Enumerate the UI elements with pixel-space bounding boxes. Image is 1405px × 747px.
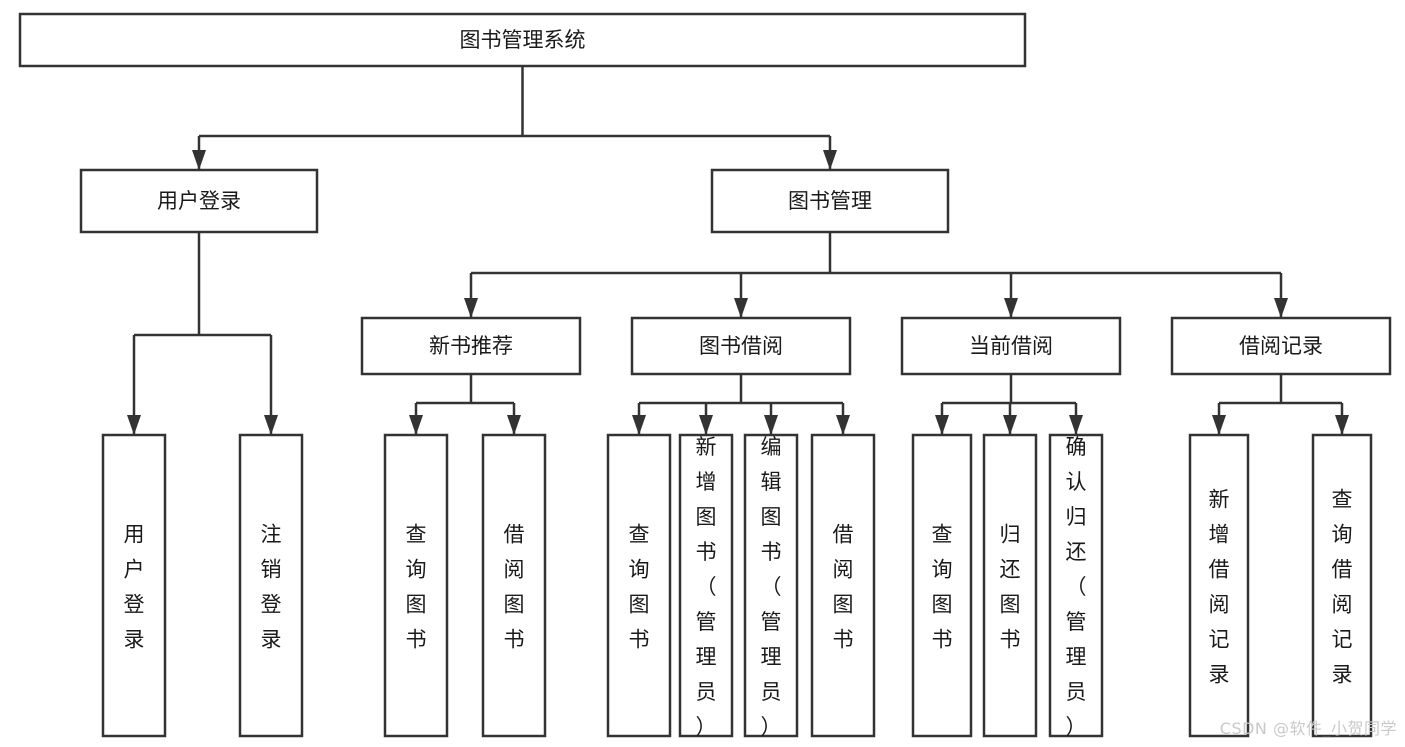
node-new-book-recommend[interactable]: 新书推荐 [360, 316, 582, 376]
node-user-login-box [79, 168, 319, 234]
node-leaf-confirm-return-admin-box [1048, 433, 1104, 738]
node-book-borrow-box [630, 316, 852, 376]
node-book-borrow-label: 图书借阅 [699, 334, 783, 358]
node-leaf-user-login[interactable]: 用户登录 [101, 433, 167, 738]
node-user-login-label: 用户登录 [157, 189, 241, 213]
node-leaf-borrow-book-borrow-box [810, 433, 876, 738]
node-borrow-record-label: 借阅记录 [1239, 334, 1323, 358]
connectors-layer [127, 66, 1349, 435]
node-leaf-edit-book-admin-label: 编辑图书（管理员） [761, 435, 782, 739]
node-leaf-add-borrow-record-label: 新增借阅记录 [1209, 488, 1230, 687]
node-leaf-borrow-book-recommend-box [481, 433, 547, 738]
node-leaf-borrow-book-recommend-label: 借阅图书 [504, 523, 525, 652]
arrow-head-icon [935, 415, 949, 435]
node-leaf-query-book-borrow-label: 查询图书 [629, 523, 650, 652]
arrow-head-icon [127, 415, 141, 435]
arrow-head-icon [409, 415, 423, 435]
node-current-borrow-box [900, 316, 1122, 376]
node-leaf-query-book-current-box [911, 433, 973, 738]
node-borrow-record-box [1170, 316, 1392, 376]
arrow-head-icon [1335, 415, 1349, 435]
node-leaf-borrow-book-recommend[interactable]: 借阅图书 [481, 433, 547, 738]
node-leaf-edit-book-admin[interactable]: 编辑图书（管理员） [743, 433, 799, 739]
node-leaf-user-login-label: 用户登录 [124, 523, 145, 652]
node-current-borrow-label: 当前借阅 [969, 334, 1053, 358]
arrow-head-icon [264, 415, 278, 435]
node-leaf-return-book[interactable]: 归还图书 [982, 433, 1038, 738]
arrow-head-icon [464, 298, 478, 318]
node-root-root-box [18, 12, 1027, 68]
node-leaf-query-book-recommend-label: 查询图书 [406, 523, 427, 652]
node-leaf-logout-login[interactable]: 注销登录 [238, 433, 304, 738]
node-leaf-query-book-recommend[interactable]: 查询图书 [383, 433, 449, 738]
arrow-head-icon [823, 150, 837, 170]
arrow-head-icon [699, 415, 713, 435]
node-new-book-recommend-box [360, 316, 582, 376]
arrow-head-icon [1274, 298, 1288, 318]
node-new-book-recommend-label: 新书推荐 [429, 334, 513, 358]
node-leaf-return-book-box [982, 433, 1038, 738]
node-book-management[interactable]: 图书管理 [710, 168, 950, 234]
node-leaf-logout-login-box [238, 433, 304, 738]
node-leaf-confirm-return-admin[interactable]: 确认归还（管理员） [1048, 433, 1104, 739]
arrow-head-icon [632, 415, 646, 435]
arrow-head-icon [1004, 298, 1018, 318]
arrow-head-icon [507, 415, 521, 435]
node-leaf-query-book-borrow-box [606, 433, 672, 738]
node-root-root-label: 图书管理系统 [460, 28, 586, 52]
node-leaf-borrow-book-borrow-label: 借阅图书 [833, 523, 854, 652]
arrow-head-icon [764, 415, 778, 435]
node-leaf-user-login-box [101, 433, 167, 738]
node-leaf-add-book-admin-box [678, 433, 734, 738]
arrow-head-icon [1069, 415, 1083, 435]
node-leaf-query-borrow-record[interactable]: 查询借阅记录 [1311, 433, 1373, 738]
arrow-head-icon [734, 298, 748, 318]
node-leaf-query-book-borrow[interactable]: 查询图书 [606, 433, 672, 738]
nodes-layer: 图书管理系统用户登录图书管理新书推荐图书借阅当前借阅借阅记录用户登录注销登录查询… [18, 12, 1392, 739]
node-leaf-query-book-current[interactable]: 查询图书 [911, 433, 973, 738]
arrow-head-icon [1003, 415, 1017, 435]
node-leaf-query-book-recommend-box [383, 433, 449, 738]
node-leaf-confirm-return-admin-label: 确认归还（管理员） [1066, 435, 1087, 739]
node-book-borrow[interactable]: 图书借阅 [630, 316, 852, 376]
node-book-management-box [710, 168, 950, 234]
node-leaf-add-book-admin[interactable]: 新增图书（管理员） [678, 433, 734, 739]
node-leaf-query-book-current-label: 查询图书 [932, 523, 953, 652]
node-leaf-return-book-label: 归还图书 [1000, 523, 1021, 652]
node-current-borrow[interactable]: 当前借阅 [900, 316, 1122, 376]
arrow-head-icon [836, 415, 850, 435]
node-user-login[interactable]: 用户登录 [79, 168, 319, 234]
node-leaf-query-borrow-record-box [1311, 433, 1373, 738]
node-root-root[interactable]: 图书管理系统 [18, 12, 1027, 68]
node-leaf-logout-login-label: 注销登录 [261, 523, 282, 652]
node-leaf-add-borrow-record[interactable]: 新增借阅记录 [1188, 433, 1250, 738]
node-borrow-record[interactable]: 借阅记录 [1170, 316, 1392, 376]
node-leaf-query-borrow-record-label: 查询借阅记录 [1332, 488, 1353, 687]
node-book-management-label: 图书管理 [788, 189, 872, 213]
csdn-watermark: CSDN @软件_小贺同学 [1219, 719, 1397, 738]
arrow-head-icon [192, 150, 206, 170]
node-leaf-add-borrow-record-box [1188, 433, 1250, 738]
node-leaf-edit-book-admin-box [743, 433, 799, 738]
node-leaf-borrow-book-borrow[interactable]: 借阅图书 [810, 433, 876, 738]
arrow-head-icon [1212, 415, 1226, 435]
node-leaf-add-book-admin-label: 新增图书（管理员） [696, 435, 717, 739]
